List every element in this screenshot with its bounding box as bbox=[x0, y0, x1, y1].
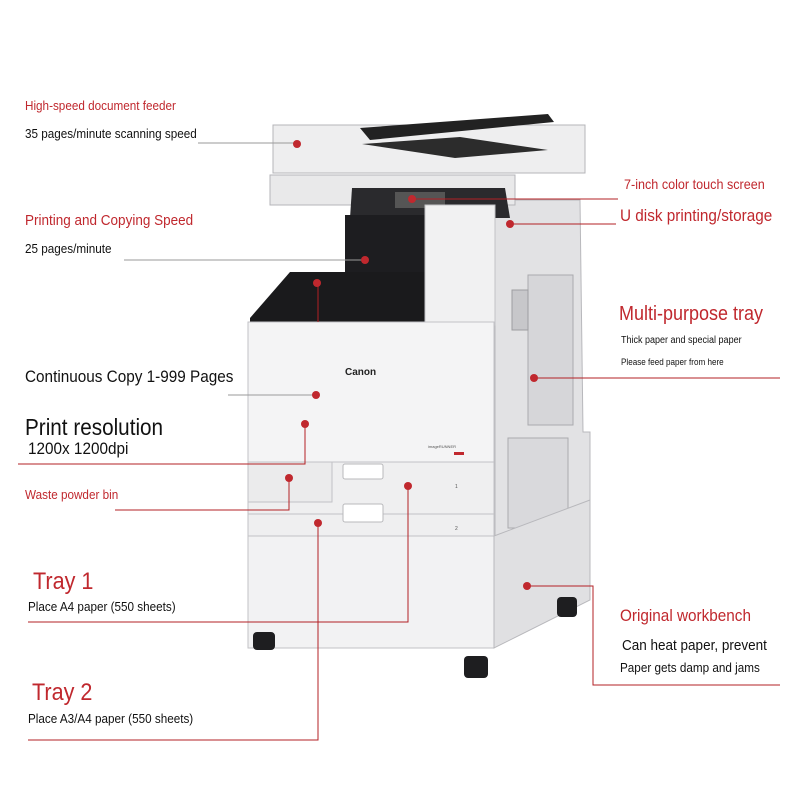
output-tray bbox=[250, 272, 425, 330]
model-badge bbox=[454, 452, 464, 455]
print-copy-speed-title: Printing and Copying Speed bbox=[25, 212, 194, 229]
document-feeder-output bbox=[362, 137, 548, 158]
tray1-title: Tray 1 bbox=[33, 568, 94, 595]
speed-dot bbox=[361, 256, 369, 264]
workbench-dot bbox=[523, 582, 531, 590]
brand-logo: Canon bbox=[345, 367, 376, 378]
wheel-rear bbox=[557, 597, 577, 617]
output-dot bbox=[313, 279, 321, 287]
workbench-title: Original workbench bbox=[620, 606, 751, 625]
side-panel bbox=[527, 274, 574, 426]
touch-screen-title: 7-inch color touch screen bbox=[624, 176, 765, 192]
tray1-handle bbox=[342, 463, 384, 480]
waste-bin-cover bbox=[247, 461, 333, 503]
multi-purpose-tray-detail2: Please feed paper from here bbox=[621, 357, 724, 367]
doc-feeder-detail: 35 pages/minute scanning speed bbox=[25, 126, 197, 141]
side-latch bbox=[511, 289, 529, 331]
workbench-cabinet bbox=[247, 535, 495, 649]
touch-screen-dot bbox=[408, 195, 416, 203]
usb-dot bbox=[506, 220, 514, 228]
touch-screen-display bbox=[395, 192, 445, 208]
waste-bin-dot bbox=[285, 474, 293, 482]
wheel-front-right bbox=[464, 656, 488, 678]
multi-purpose-tray-title: Multi-purpose tray bbox=[619, 303, 764, 325]
tray1-number: 1 bbox=[455, 484, 458, 490]
tray1-dot bbox=[404, 482, 412, 490]
multi-purpose-tray-detail: Thick paper and special paper bbox=[621, 335, 742, 346]
feeder-dot bbox=[293, 140, 301, 148]
multi-purpose-tray-dot bbox=[530, 374, 538, 382]
tray2-title: Tray 2 bbox=[32, 679, 93, 706]
model-label: imageRUNNER bbox=[428, 444, 456, 449]
resolution-dot bbox=[301, 420, 309, 428]
continuous-copy-dot bbox=[312, 391, 320, 399]
waste-powder-bin-title: Waste powder bin bbox=[25, 487, 119, 502]
print-copy-speed-detail: 25 pages/minute bbox=[25, 241, 112, 256]
tray2-handle bbox=[342, 503, 384, 523]
usb-printing-title: U disk printing/storage bbox=[620, 206, 773, 225]
tray2-number: 2 bbox=[455, 526, 458, 532]
tray2-dot bbox=[314, 519, 322, 527]
output-slot bbox=[345, 215, 425, 275]
front-upper-right bbox=[424, 204, 496, 326]
workbench-detail2: Paper gets damp and jams bbox=[620, 660, 760, 675]
document-feeder-tray bbox=[360, 114, 554, 140]
workbench-detail: Can heat paper, prevent bbox=[622, 637, 767, 654]
print-resolution-detail: 1200x 1200dpi bbox=[28, 439, 129, 458]
tray2-detail: Place A3/A4 paper (550 sheets) bbox=[28, 711, 194, 726]
doc-feeder-title: High-speed document feeder bbox=[25, 98, 176, 113]
front-body bbox=[247, 321, 495, 463]
wheel-front-left bbox=[253, 632, 275, 650]
continuous-copy-title: Continuous Copy 1-999 Pages bbox=[25, 367, 234, 386]
tray1-detail: Place A4 paper (550 sheets) bbox=[28, 599, 176, 614]
print-resolution-title: Print resolution bbox=[25, 414, 164, 440]
